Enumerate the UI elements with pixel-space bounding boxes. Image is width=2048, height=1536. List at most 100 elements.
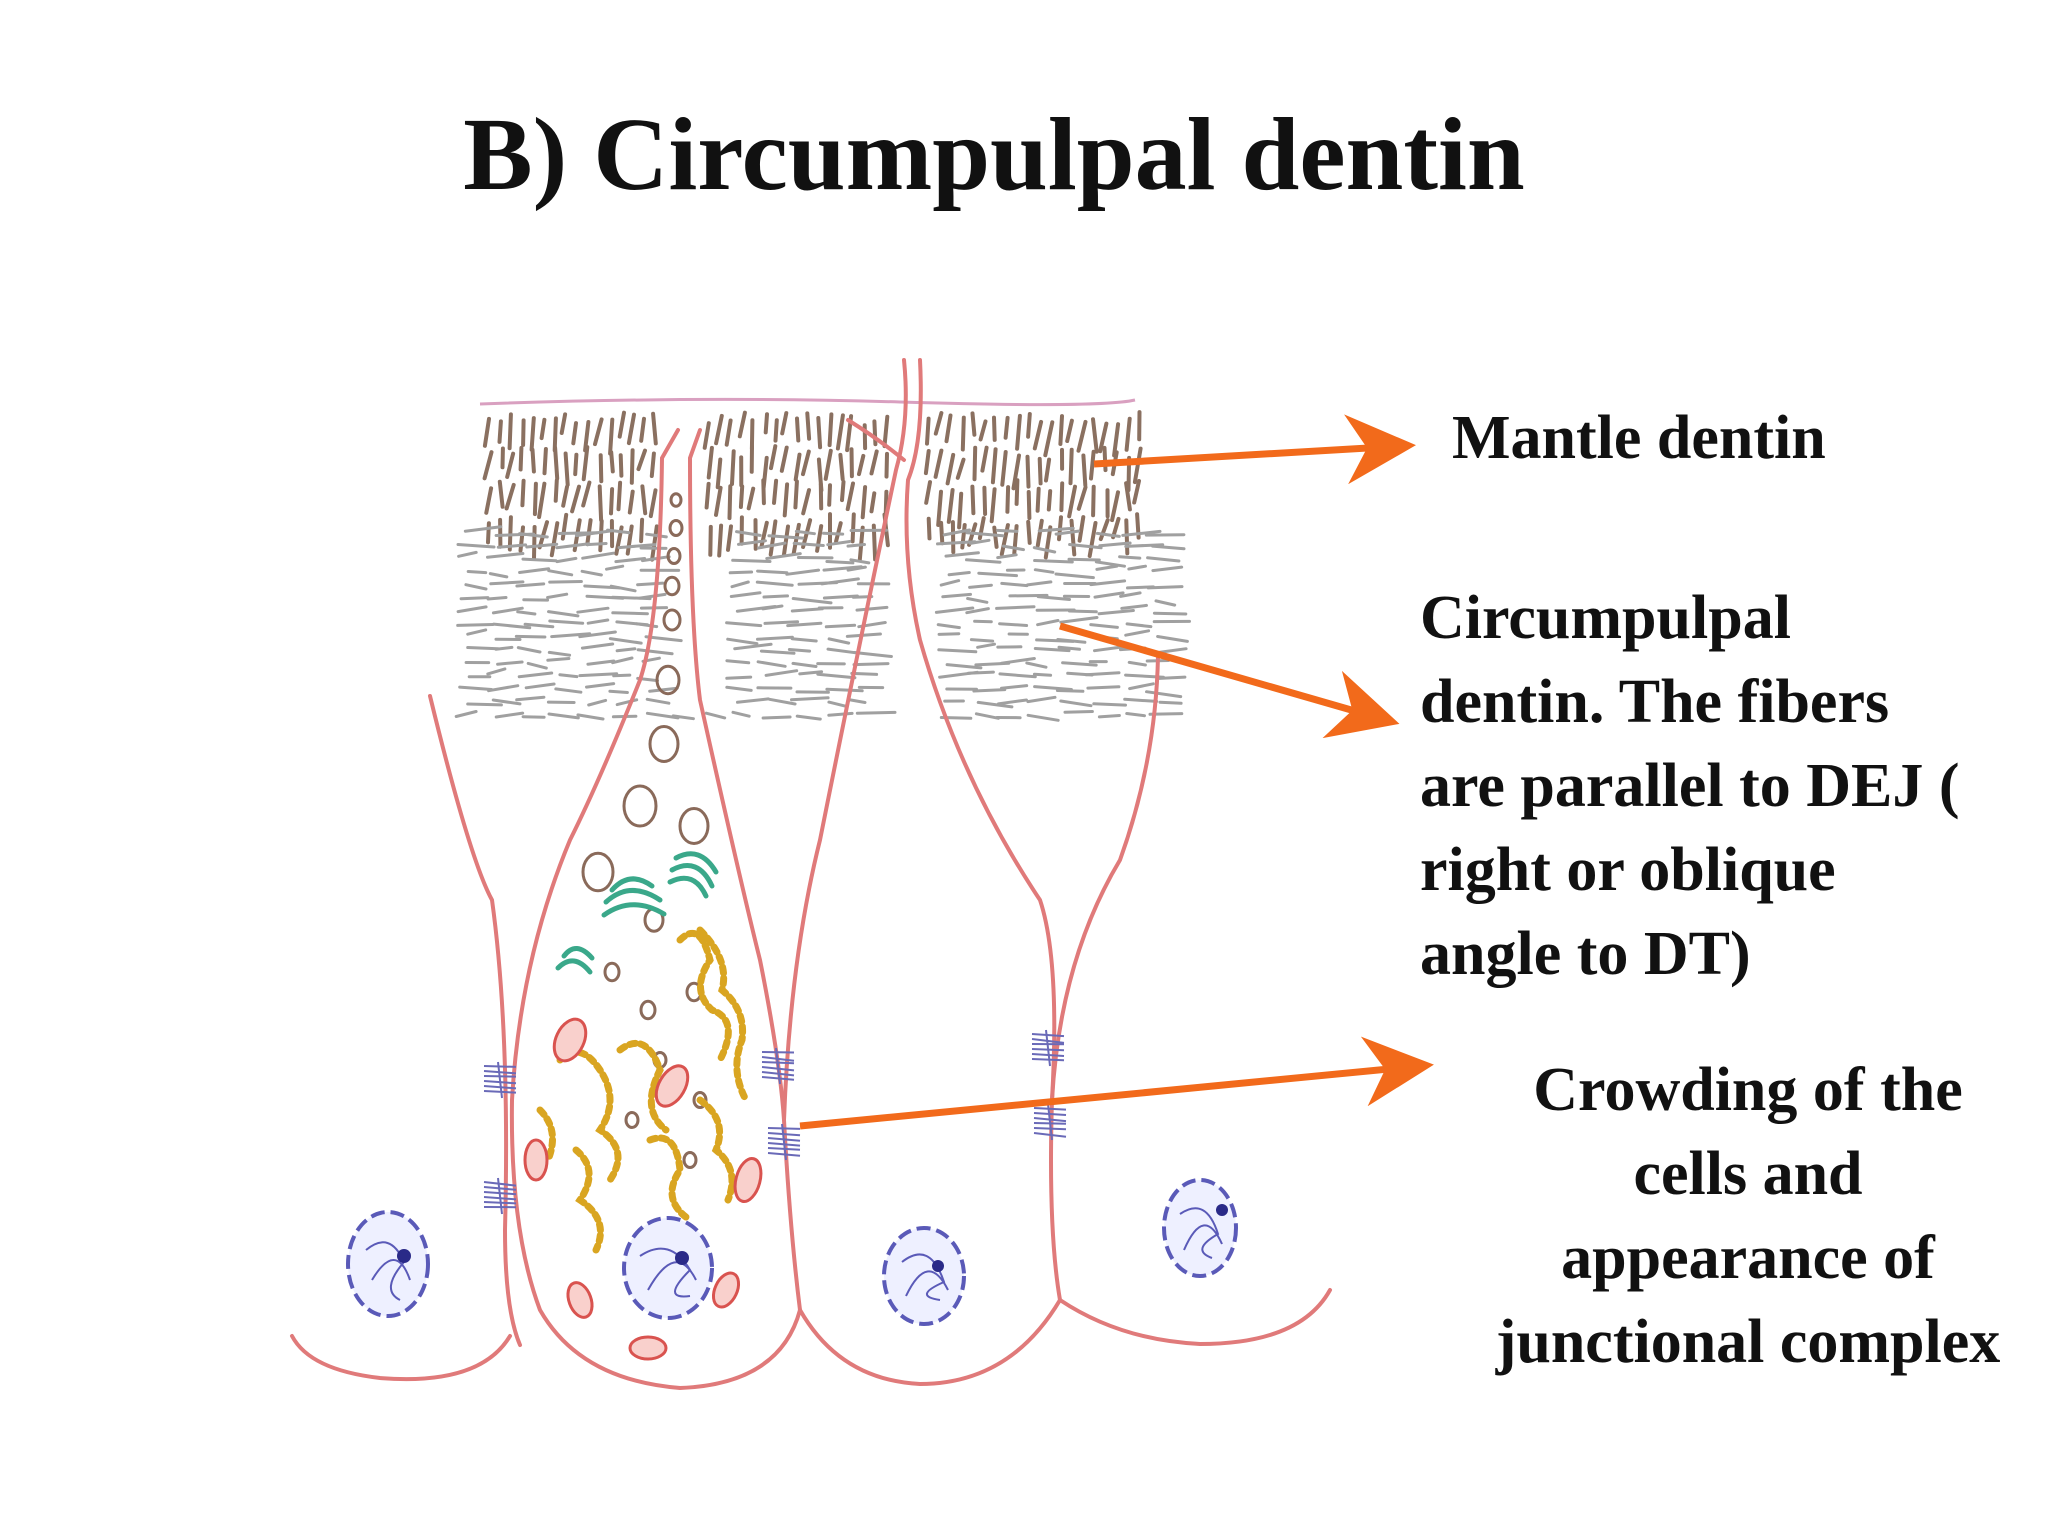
mantle-fiber [702, 421, 711, 450]
circumpulpal-fiber [514, 634, 547, 639]
mantle-fiber [1124, 416, 1132, 452]
mantle-fiber [884, 451, 889, 479]
circumpulpal-fiber [826, 540, 852, 547]
circumpulpal-fiber [1026, 713, 1060, 722]
circumpulpal-fiber [1127, 660, 1147, 667]
circumpulpal-fiber [494, 711, 525, 719]
mantle-fiber [845, 481, 855, 512]
circumpulpal-fiber [615, 647, 637, 653]
circumpulpal-fiber [965, 531, 1005, 538]
mantle-fiber [960, 523, 967, 550]
mantle-fiber [827, 412, 834, 448]
mantle-fiber [1032, 419, 1044, 451]
mantle-fiber [944, 413, 953, 444]
mantle-fiber [982, 485, 988, 516]
circumpulpal-fiber [1036, 619, 1060, 627]
circumpulpal-fiber [1032, 672, 1053, 677]
circumpulpal-fiber [820, 577, 860, 586]
mantle-fiber [946, 488, 955, 524]
circumpulpal-fiber [726, 637, 759, 646]
circumpulpal-fiber [827, 637, 851, 645]
circumpulpal-fiber [731, 558, 772, 563]
mantle-fiber [834, 521, 843, 544]
nucleus-chromatin [365, 1207, 1223, 1301]
mantle-fiber [978, 419, 988, 442]
circumpulpal-fiber [547, 712, 580, 720]
circumpulpal-fiber [936, 623, 961, 630]
mantle-fiber [1110, 490, 1120, 523]
circumpulpal-fiber [725, 685, 753, 692]
mantle-fiber [726, 524, 733, 552]
mantle-fiber [537, 520, 549, 550]
mantle-fiber [708, 524, 713, 557]
mantle-fiber [769, 444, 778, 471]
circumpulpal-fiber [826, 647, 857, 655]
mantle-fiber [581, 445, 590, 482]
circumpulpal-fiber [785, 568, 821, 576]
circumpulpal-fiber [641, 555, 671, 563]
junction-strand [767, 1127, 801, 1130]
mantle-fiber [838, 452, 845, 482]
mantle-fiber [609, 487, 615, 516]
mantle-fiber [738, 484, 745, 509]
mantle-fiber [860, 485, 868, 520]
circumpulpal-fiber [523, 622, 555, 629]
circumpulpal-fiber [1054, 529, 1081, 536]
secretory-vesicle [692, 1091, 708, 1109]
circumpulpal-fiber [488, 572, 509, 579]
circumpulpal-fiber [555, 542, 591, 550]
circumpulpal-fiber [787, 648, 812, 653]
circumpulpal-fiber [458, 685, 493, 691]
mantle-fiber [616, 480, 623, 512]
circumpulpal-fiber [728, 570, 754, 575]
mantle-fiber [1043, 420, 1055, 458]
mantle-fiber [1003, 415, 1010, 440]
circumpulpal-fiber [521, 557, 558, 563]
circumpulpal-fiber [849, 558, 871, 565]
circumpulpal-fiber [1119, 591, 1142, 598]
circumpulpal-fiber [791, 597, 833, 605]
circumpulpal-fiber [1125, 712, 1146, 718]
mitochondria [523, 1017, 763, 1361]
mantle-fiber [773, 418, 779, 443]
mantle-fiber [923, 449, 931, 476]
secretory-vesicle [669, 492, 683, 508]
circumpulpal-fiber [1001, 544, 1025, 552]
circumpulpal-fiber [516, 646, 542, 654]
circumpulpal-fiber [827, 711, 854, 717]
circumpulpal-fiber [611, 656, 634, 665]
mantle-fiber [717, 523, 724, 558]
mantle-fiber [936, 489, 943, 527]
junctional-complexes [483, 1029, 1067, 1215]
circumpulpal-fiber [974, 712, 1000, 720]
junction-strand [483, 1090, 517, 1094]
circumpulpal-fiber [1000, 581, 1029, 588]
mantle-fiber [618, 453, 624, 478]
circumpulpal-fiber [756, 541, 787, 550]
mantle-fiber [639, 416, 646, 443]
mantle-fiber [553, 445, 560, 481]
mantle-fiber [570, 484, 581, 514]
circumpulpal-fiber [1121, 529, 1162, 537]
circumpulpal-fiber [466, 628, 488, 636]
rough-endoplasmic-reticulum [536, 926, 750, 1254]
circumpulpal-fiber [617, 543, 657, 550]
mantle-fiber [482, 416, 491, 448]
circumpulpal-fiber [1033, 685, 1073, 691]
circumpulpal-fiber [1033, 559, 1074, 564]
mantle-fiber [992, 525, 999, 549]
golgi-apparatus [555, 851, 719, 975]
circumpulpal-fiber [730, 580, 750, 589]
circumpulpal-fiber [1057, 645, 1081, 651]
mantle-fiber [816, 416, 823, 450]
mantle-fiber [1111, 516, 1121, 540]
circumpulpal-fiber [547, 610, 580, 618]
mantle-fiber [746, 486, 756, 511]
mantle-fiber [759, 520, 769, 549]
circumpulpal-fiber [517, 671, 554, 679]
mantle-fiber [869, 449, 879, 476]
circumpulpal-fiber [580, 569, 603, 577]
process-vesicles [581, 492, 710, 1169]
circumpulpal-fiber [611, 611, 649, 616]
mantle-fiber [1035, 486, 1041, 513]
